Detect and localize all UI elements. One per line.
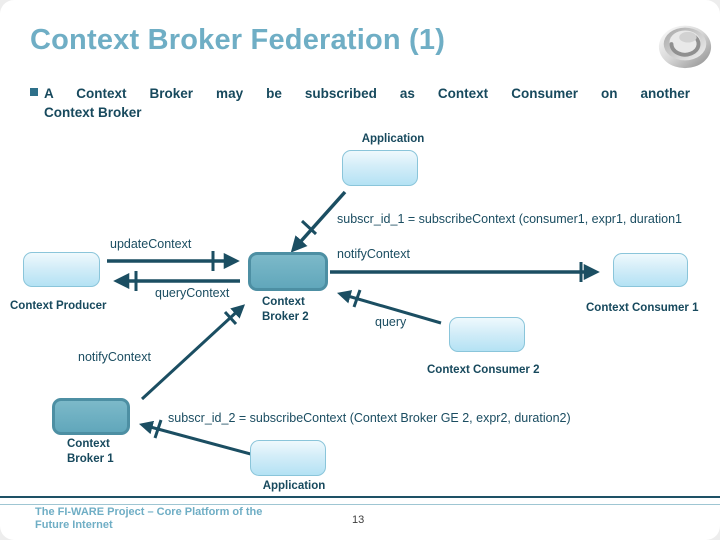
label-context-consumer-2: Context Consumer 2 [427,364,540,376]
footer-divider-dark [0,496,720,498]
label-context-producer: Context Producer [10,300,107,312]
message-subscribe-context-1: subscr_id_1 = subscribeContext (consumer… [337,212,682,226]
label-application-bottom: Application [262,480,326,492]
page-number: 13 [352,514,365,526]
label-application-top: Application [361,133,425,145]
footer-text: The FI-WARE Project – Core Platform of t… [35,506,262,532]
label-context-broker-1: Context Broker 1 [67,438,114,465]
footer-divider-light [0,504,720,505]
footer-text-line2: Future Internet [35,519,113,531]
slide-title: Context Broker Federation (1) [30,24,446,56]
node-context-broker-2-box [248,252,328,291]
message-update-context: updateContext [110,237,192,251]
message-notify-context-1: notifyContext [337,247,410,261]
label-context-consumer-1: Context Consumer 1 [586,302,699,314]
node-context-consumer-1-box [613,253,688,287]
bullet-text-line2: Context Broker [44,105,142,120]
bullet-text-line1: A Context Broker may be subscribed as Co… [44,86,690,101]
square-bullet-icon [30,88,38,96]
bullet-paragraph: A Context Broker may be subscribed as Co… [30,84,690,122]
node-context-producer-box [23,252,100,287]
node-context-broker-1-box [52,398,130,435]
message-query-context: queryContext [155,286,230,300]
arrow-notify-context-1 [330,262,600,282]
message-notify-context-2: notifyContext [78,350,151,364]
arrow-update-context [107,251,240,271]
fiware-logo-icon [656,14,714,74]
node-context-consumer-2-box [449,317,525,352]
node-application-top-box [342,150,418,186]
message-subscribe-context-2: subscr_id_2 = subscribeContext (Context … [168,411,571,425]
arrow-notify-context-2 [140,304,246,401]
footer-text-line1: The FI-WARE Project – Core Platform of t… [35,506,263,518]
arrow-subscribe-context-2 [139,419,259,458]
label-context-broker-2: Context Broker 2 [262,296,309,323]
message-query: query [375,315,407,329]
node-application-bottom-box [250,440,326,476]
